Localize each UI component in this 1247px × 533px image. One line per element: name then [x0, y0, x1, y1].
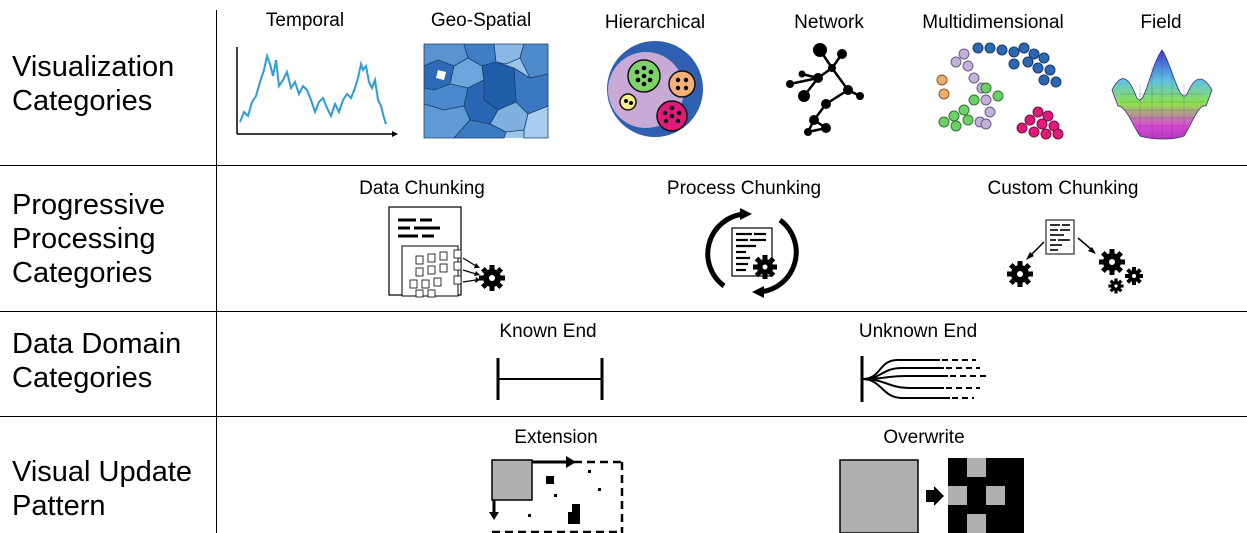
row-divider-3 — [0, 416, 1247, 417]
label-known-end: Known End — [499, 321, 597, 342]
unknown-end-icon — [860, 356, 990, 402]
row-label-visualization: Visualization Categories — [12, 51, 175, 117]
map-icon — [423, 43, 549, 139]
process-chunking-icon — [705, 208, 799, 298]
column-divider — [216, 10, 217, 533]
label-field: Field — [1140, 12, 1182, 33]
nested-circles-icon — [607, 41, 703, 137]
label-overwrite: Overwrite — [883, 427, 965, 448]
line-plot-icon — [236, 47, 398, 137]
label-multidimensional: Multidimensional — [922, 12, 1064, 33]
scatter-clusters-icon — [936, 42, 1064, 140]
label-unknown-end: Unknown End — [858, 321, 978, 342]
label-geo-spatial: Geo-Spatial — [430, 10, 532, 31]
custom-chunking-icon — [1007, 219, 1143, 294]
overwrite-icon — [839, 458, 1024, 533]
row-label-visual-update: Visual Update Pattern — [12, 456, 193, 522]
label-data-chunking: Data Chunking — [359, 178, 485, 199]
extension-icon — [489, 456, 624, 533]
row-label-data-domain: Data Domain Categories — [12, 328, 182, 394]
data-chunking-icon — [388, 206, 505, 298]
label-temporal: Temporal — [265, 10, 345, 31]
surface-plot-icon — [1111, 49, 1213, 140]
label-hierarchical: Hierarchical — [604, 12, 706, 33]
row-divider-2 — [0, 311, 1247, 312]
label-extension: Extension — [514, 427, 598, 448]
row-divider-1 — [0, 165, 1247, 166]
label-process-chunking: Process Chunking — [666, 178, 822, 199]
known-end-icon — [496, 358, 604, 400]
row-label-progressive-processing: Progressive Processing Categories — [12, 189, 166, 289]
label-network: Network — [794, 12, 864, 33]
label-custom-chunking: Custom Chunking — [987, 178, 1139, 199]
node-link-icon — [786, 43, 864, 136]
